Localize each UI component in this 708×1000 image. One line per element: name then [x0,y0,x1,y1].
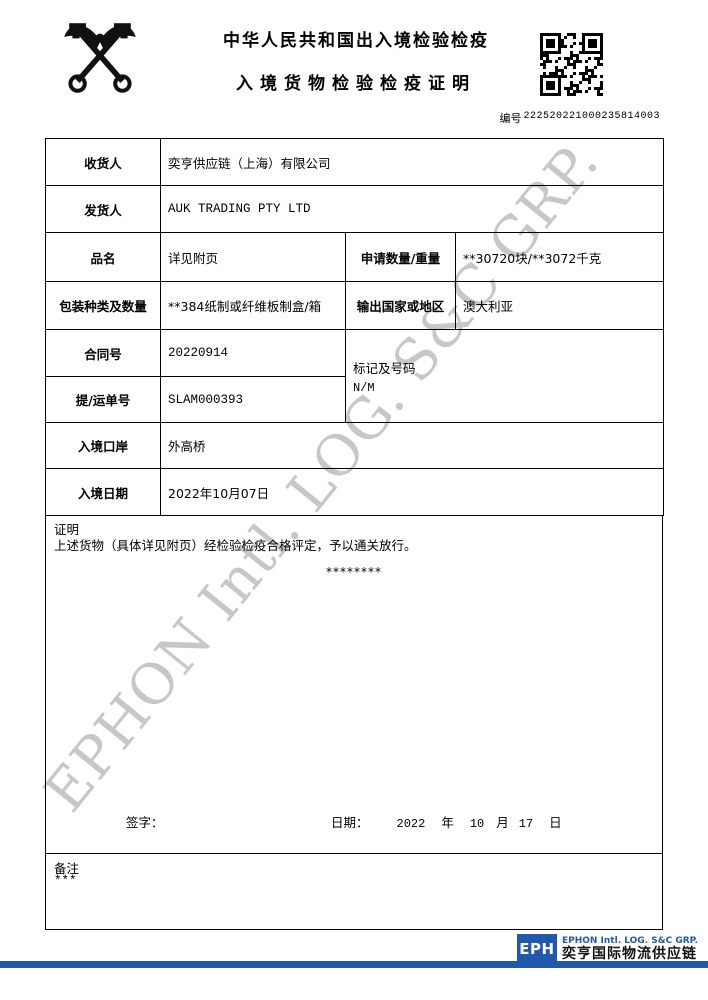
row-consignee: 收货人 奕亨供应链（上海）有限公司 [45,138,664,186]
shipper-value-cell: AUK TRADING PTY LTD [160,185,664,233]
date-day: 17 [518,817,534,831]
date-month-unit: 月 [496,815,509,830]
product-value-cell: 详见附页 [160,232,346,282]
footer-bar [0,961,708,968]
row-entry-port: 入境口岸 外高桥 [45,422,664,469]
certificate-section: 证明 上述货物（具体详见附页）经检验检疫合格评定，予以通关放行。 *******… [45,515,663,854]
row-shipper: 发货人 AUK TRADING PTY LTD [45,185,664,233]
date-group: 日期： 2022 年 10 月 17 日 [331,812,562,831]
marks-label: 标记及号码 [353,360,416,376]
remarks-value: *** [54,874,77,888]
quantity-label-cell: 申请数量/重量 [345,232,456,282]
product-label-cell: 品名 [45,232,161,282]
company-logo: EPH [516,934,557,963]
row-product: 品名 详见附页 申请数量/重量 **30720块/**3072千克 [45,232,664,282]
date-label: 日期： [331,815,369,830]
origin-value-cell: 澳大利亚 [455,281,664,330]
row-bl-number: 提/运单号 SLAM000393 [45,376,664,423]
marks-value: N/M [353,380,375,395]
serial-label: 编号 [499,112,522,125]
date-month: 10 [469,817,485,831]
footer-text-block: EPHON Intl. LOG. S&C GRP. 奕亨国际物流供应链 [562,936,698,963]
qr-code [540,33,603,96]
contract-label-cell: 合同号 [45,329,161,377]
port-label-cell: 入境口岸 [45,422,161,469]
shipper-label-cell: 发货人 [45,185,161,233]
title-block: 中华人民共和国出入境检验检疫 入境货物检验检疫证明 [158,26,554,94]
bl-value-cell: SLAM000393 [160,376,346,423]
date-year-unit: 年 [441,815,454,830]
entry-date-value-cell: 2022年10月07日 [160,468,664,516]
signature-label: 签字： [126,815,164,830]
package-label-cell: 包装种类及数量 [45,281,161,330]
contract-value-cell: 20220914 [160,329,346,377]
company-name-en: EPHON Intl. LOG. S&C GRP. [561,935,698,946]
bl-label-cell: 提/运单号 [45,376,161,423]
certificate-statement: 上述货物（具体详见附页）经检验检疫合格评定，予以通关放行。 [54,538,417,553]
row-contract: 合同号 20220914 标记及号码 N/M [45,329,664,423]
certificate-stars: ******** [326,565,382,579]
date-year: 2022 [396,817,426,831]
serial-number: 222520221000235814003 [523,111,660,122]
entry-date-label-cell: 入境日期 [45,468,161,516]
remarks-section: 备注 *** [45,854,663,930]
consignee-label-cell: 收货人 [45,138,161,186]
company-name-cn: 奕亨国际物流供应链 [561,945,697,962]
certificate-table: 收货人 奕亨供应链（上海）有限公司 发货人 AUK TRADING PTY LT… [45,138,664,516]
remarks-label: 备注 [54,861,80,876]
certificate-label: 证明 [54,522,80,537]
port-value-cell: 外高桥 [160,422,664,469]
document-title-line1: 中华人民共和国出入境检验检疫 [223,31,489,51]
document-title-line2: 入境货物检验检疫证明 [236,74,476,94]
date-day-unit: 日 [549,815,562,830]
consignee-value-cell: 奕亨供应链（上海）有限公司 [160,138,664,186]
row-package: 包装种类及数量 **384纸制或纤维板制盒/箱 输出国家或地区 澳大利亚 [45,281,664,330]
quantity-value-cell: **30720块/**3072千克 [455,232,664,282]
emblem-icon [64,23,136,93]
row-entry-date: 入境日期 2022年10月07日 [45,468,664,516]
package-value-cell: **384纸制或纤维板制盒/箱 [160,281,346,330]
origin-label-cell: 输出国家或地区 [345,281,456,330]
footer-logo-block: EPH EPHON Intl. LOG. S&C GRP. 奕亨国际物流供应链 [516,934,698,963]
marks-cell: 标记及号码 N/M [345,329,664,423]
